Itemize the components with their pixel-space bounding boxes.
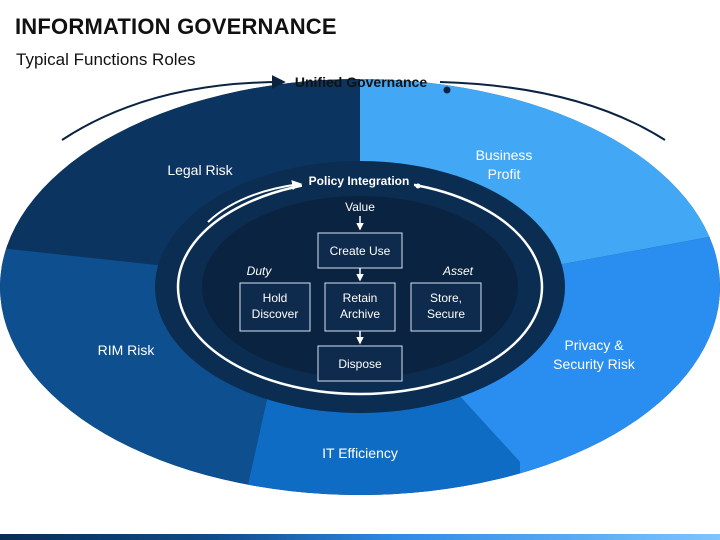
label-rim-risk: RIM Risk [98, 342, 156, 358]
label-privacy-line1: Privacy & [564, 337, 624, 353]
policy-integration-label: Policy Integration [309, 174, 410, 188]
unified-governance-label: Unified Governance [295, 74, 427, 90]
label-business-profit-line2: Profit [488, 166, 521, 182]
value-label: Value [345, 200, 375, 214]
unified-governance-dot [443, 86, 451, 94]
unified-governance-arrow-right [439, 81, 666, 141]
unified-governance-arrow-left [61, 75, 286, 141]
policy-integration-arrow [207, 180, 302, 223]
label-business-profit-line1: Business [476, 147, 533, 163]
box-store-secure [410, 282, 482, 332]
box-retain-archive-line2: Archive [340, 307, 380, 321]
box-hold-discover-line2: Discover [252, 307, 299, 321]
label-it-efficiency: IT Efficiency [322, 445, 398, 461]
box-dispose-text: Dispose [338, 357, 382, 371]
page-title: INFORMATION GOVERNANCE [15, 14, 337, 39]
duty-label: Duty [247, 264, 273, 278]
page-subtitle: Typical Functions Roles [16, 50, 196, 69]
box-dispose [317, 345, 403, 382]
policy-integration-label-bg [302, 172, 414, 190]
box-store-secure-line1: Store, [430, 291, 462, 305]
box-retain-archive-line1: Retain [343, 291, 378, 305]
label-legal-risk: Legal Risk [167, 162, 233, 178]
policy-integration-dot [415, 183, 421, 189]
bottom-accent-bar [0, 534, 720, 540]
box-store-secure-line2: Secure [427, 307, 465, 321]
box-create-use [317, 232, 403, 269]
box-hold-discover [239, 282, 311, 332]
label-privacy-line2: Security Risk [553, 356, 636, 372]
asset-label: Asset [442, 264, 474, 278]
box-hold-discover-line1: Hold [263, 291, 288, 305]
box-create-use-text: Create Use [330, 244, 391, 258]
